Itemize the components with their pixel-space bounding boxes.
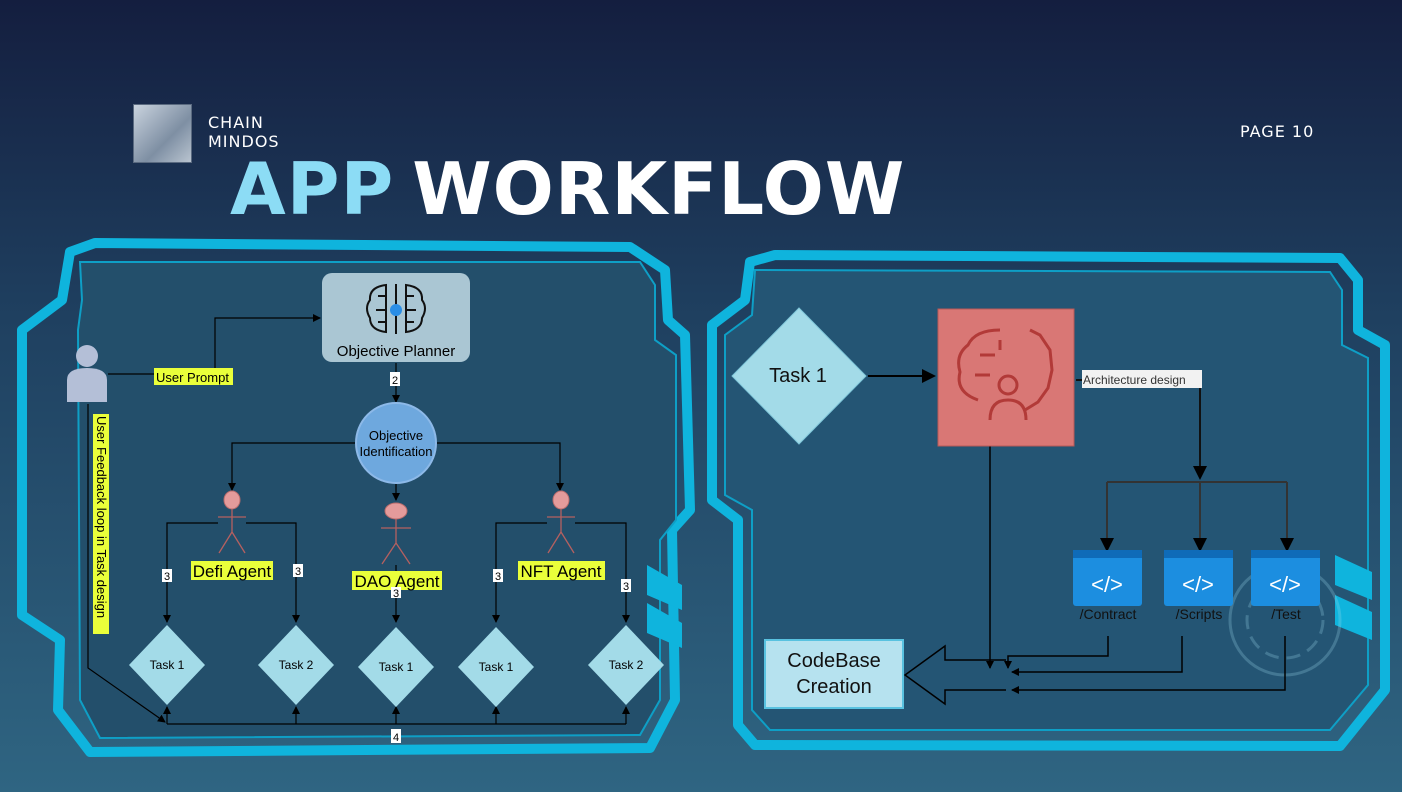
step-3-labels: 3 3 3 3 3: [162, 564, 631, 600]
svg-text:Objective: Objective: [369, 428, 423, 443]
svg-text:Task 2: Task 2: [609, 658, 644, 672]
planner-label: Objective Planner: [337, 343, 455, 360]
user-prompt-label: User Prompt: [154, 368, 233, 385]
agent-defi: Defi Agent: [191, 490, 273, 581]
folder-contract: </> /Contract: [1073, 550, 1142, 622]
brain-gear-icon: [957, 328, 1054, 421]
svg-text:3: 3: [164, 571, 170, 583]
svg-text:2: 2: [392, 375, 398, 387]
folder-label: /Test: [1271, 606, 1301, 622]
agent-label: Defi Agent: [193, 562, 272, 581]
brand-line-2: MINDOS: [208, 132, 280, 151]
code-icon: </>: [1269, 572, 1301, 597]
codebase-creation-node: CodeBase Creation: [764, 639, 904, 709]
svg-text:Identification: Identification: [360, 444, 433, 459]
brand-name: CHAIN MINDOS: [208, 113, 280, 151]
svg-text:Task 1: Task 1: [769, 365, 827, 387]
task-diamond: Task 1: [129, 625, 205, 705]
user-icon: [67, 345, 107, 402]
svg-text:3: 3: [495, 571, 501, 583]
right-task-diamond: Task 1: [731, 307, 867, 445]
task-diamond: Task 1: [458, 627, 534, 707]
page-number: PAGE 10: [1240, 122, 1315, 141]
architecture-node: [937, 308, 1075, 447]
title-word-workflow: WORKFLOW: [412, 147, 906, 231]
svg-text:User Prompt: User Prompt: [156, 370, 229, 385]
task-diamond: Task 2: [588, 625, 664, 705]
task-diamond: Task 2: [258, 625, 334, 705]
logo-image: [133, 104, 192, 163]
svg-text:Architecture design: Architecture design: [1083, 373, 1186, 387]
step-4-label: 4: [391, 729, 401, 744]
feedback-loop-label: User Feedback loop in Task design: [93, 414, 109, 634]
agent-label: NFT Agent: [521, 562, 602, 581]
objective-identification-node: Objective Identification: [355, 402, 437, 484]
folder-test: </> /Test: [1251, 550, 1320, 622]
svg-text:4: 4: [393, 732, 399, 744]
objective-planner-node: Objective Planner: [322, 273, 470, 362]
svg-text:Creation: Creation: [796, 676, 872, 698]
merge-arrow: [903, 644, 1006, 706]
svg-text:3: 3: [623, 581, 629, 593]
svg-text:User Feedback loop in Task des: User Feedback loop in Task design: [94, 416, 109, 618]
svg-text:Task 1: Task 1: [150, 658, 185, 672]
code-icon: </>: [1091, 572, 1123, 597]
folder-label: /Scripts: [1176, 606, 1223, 622]
folder-scripts: </> /Scripts: [1164, 550, 1233, 622]
agent-nft: NFT Agent: [518, 490, 605, 581]
agent-label: DAO Agent: [354, 572, 439, 591]
svg-text:CodeBase: CodeBase: [787, 650, 880, 672]
svg-text:Task 2: Task 2: [279, 658, 314, 672]
svg-text:3: 3: [295, 566, 301, 578]
svg-text:Task 1: Task 1: [479, 660, 514, 674]
code-icon: </>: [1182, 572, 1214, 597]
right-connectors: [868, 369, 1294, 694]
title-word-app: APP: [230, 147, 395, 231]
brand-line-1: CHAIN: [208, 113, 264, 132]
agent-dao: DAO Agent: [352, 502, 442, 591]
task-diamond: Task 1: [358, 627, 434, 707]
step-2-label: 2: [390, 372, 400, 387]
architecture-design-label: Architecture design: [1082, 370, 1202, 388]
svg-text:Task 1: Task 1: [379, 660, 414, 674]
svg-text:3: 3: [393, 588, 399, 600]
folder-label: /Contract: [1080, 606, 1137, 622]
